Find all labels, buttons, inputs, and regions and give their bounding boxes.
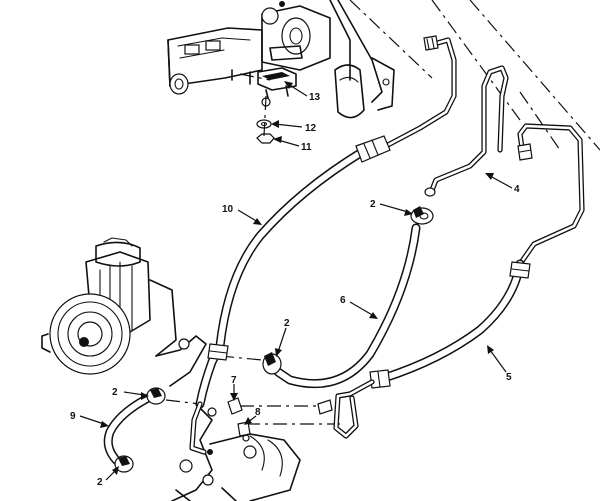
pressure-tube	[383, 35, 457, 149]
centerline	[519, 91, 561, 151]
callout-leaders	[79, 81, 513, 481]
hose-clamp	[410, 206, 434, 225]
callout-4: 4	[514, 184, 520, 195]
callout-6: 6	[340, 295, 346, 306]
centerline	[349, 0, 433, 79]
cooler-tube	[517, 123, 585, 267]
centerline	[165, 399, 201, 405]
callout-2-middle: 2	[284, 318, 290, 329]
callout-8: 8	[255, 407, 261, 418]
callout-2-upper-right: 2	[370, 199, 376, 210]
callout-9: 9	[70, 411, 76, 422]
callout-2-bottom: 2	[97, 477, 103, 488]
callout-12: 12	[305, 123, 317, 134]
return-tube	[424, 65, 509, 197]
centerline	[469, 0, 600, 151]
callout-7: 7	[231, 375, 237, 386]
master-cylinder-assembly	[167, 0, 395, 119]
centerline	[263, 95, 267, 137]
hex-nut	[256, 133, 275, 144]
callout-11: 11	[301, 142, 312, 153]
hose-bracket	[257, 67, 297, 107]
return-hose	[317, 259, 531, 439]
callout-13: 13	[309, 92, 321, 103]
adapter-fitting	[207, 397, 243, 417]
o-ring-seal	[237, 421, 251, 442]
callout-2-left: 2	[112, 387, 118, 398]
hose-clamp	[114, 455, 134, 473]
supply-hose	[273, 223, 421, 389]
power-steering-pump	[41, 237, 207, 387]
pressure-hose	[195, 135, 391, 409]
steering-gear	[171, 401, 301, 501]
hose-clamp	[146, 387, 166, 405]
centerline	[239, 73, 271, 81]
centerline	[431, 0, 521, 121]
hose-clamp	[262, 352, 282, 375]
pump-inlet-hose	[103, 391, 157, 467]
callout-5: 5	[506, 372, 512, 383]
callout-10: 10	[222, 204, 234, 215]
